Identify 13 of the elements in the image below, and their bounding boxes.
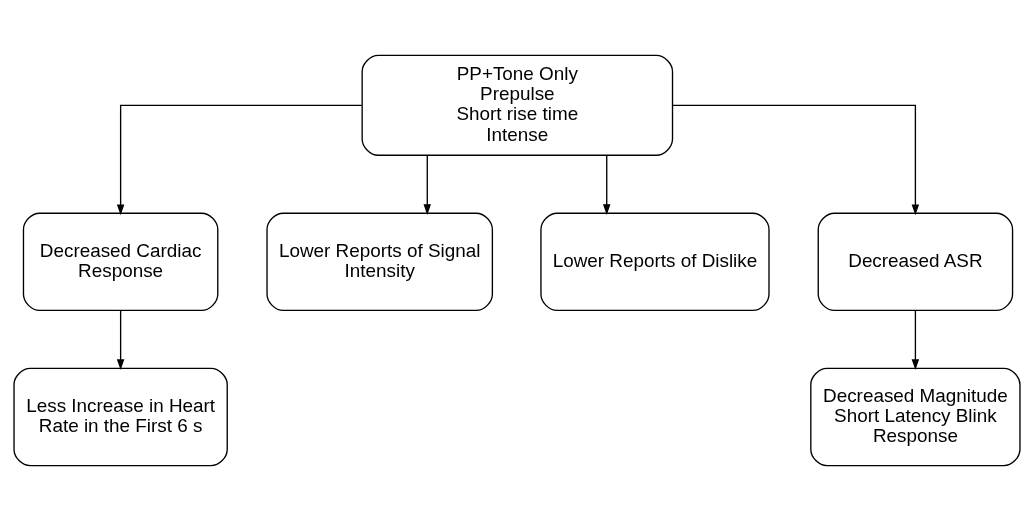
node-box: Decreased ASR xyxy=(817,212,1014,312)
arrow xyxy=(672,104,920,216)
node-box: Lower Reports of Dislike xyxy=(540,212,770,312)
node-box: Lower Reports of Signal Intensity xyxy=(266,212,494,312)
arrow xyxy=(116,309,125,371)
arrow xyxy=(911,309,920,371)
node-box: PP+Tone Only Prepulse Short rise time Intense xyxy=(361,54,674,156)
arrow xyxy=(423,154,432,215)
arrow xyxy=(602,154,611,215)
node-box: Decreased Cardiac Response xyxy=(22,212,219,312)
node-box: Decreased Magnitude Short Latency Blink Response xyxy=(810,367,1021,467)
arrow xyxy=(116,104,363,216)
node-box: Less Increase in Heart Rate in the First 6 s xyxy=(13,367,228,467)
